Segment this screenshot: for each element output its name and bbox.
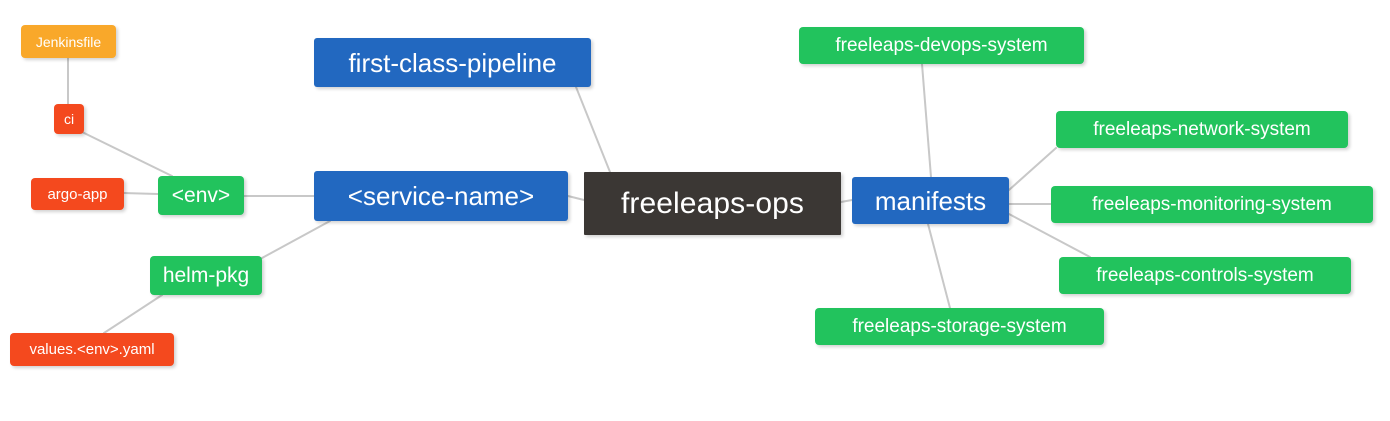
node-helm-pkg[interactable]: helm-pkg (150, 256, 262, 295)
edge-helm-pkg-to-values-yaml (103, 294, 163, 334)
edge-freeleaps-ops-to-manifests (840, 199, 853, 203)
edge-env-to-argo-app (123, 192, 159, 195)
node-freeleaps-monitoring-system[interactable]: freeleaps-monitoring-system (1051, 186, 1373, 223)
node-argo-app[interactable]: argo-app (31, 178, 124, 210)
node-jenkinsfile[interactable]: Jenkinsfile (21, 25, 116, 58)
node-freeleaps-ops[interactable]: freeleaps-ops (584, 172, 841, 235)
edge-freeleaps-ops-to-service-name (567, 195, 585, 201)
node-ci[interactable]: ci (54, 104, 84, 134)
node-values-yaml[interactable]: values.<env>.yaml (10, 333, 174, 366)
node-freeleaps-network-system[interactable]: freeleaps-network-system (1056, 111, 1348, 148)
node-freeleaps-controls-system[interactable]: freeleaps-controls-system (1059, 257, 1351, 294)
node-env[interactable]: <env> (158, 176, 244, 215)
edge-manifests-to-freeleaps-network-system (1008, 147, 1057, 191)
node-service-name[interactable]: <service-name> (314, 171, 568, 221)
edge-manifests-to-freeleaps-devops-system (921, 63, 932, 178)
node-freeleaps-devops-system[interactable]: freeleaps-devops-system (799, 27, 1084, 64)
node-freeleaps-storage-system[interactable]: freeleaps-storage-system (815, 308, 1104, 345)
edge-env-to-ci (79, 130, 173, 177)
edge-manifests-to-freeleaps-storage-system (927, 223, 951, 309)
edge-service-name-to-helm-pkg (261, 220, 331, 259)
edge-freeleaps-ops-to-first-class-pipeline (575, 86, 611, 173)
node-manifests[interactable]: manifests (852, 177, 1009, 224)
node-first-class-pipeline[interactable]: first-class-pipeline (314, 38, 591, 87)
